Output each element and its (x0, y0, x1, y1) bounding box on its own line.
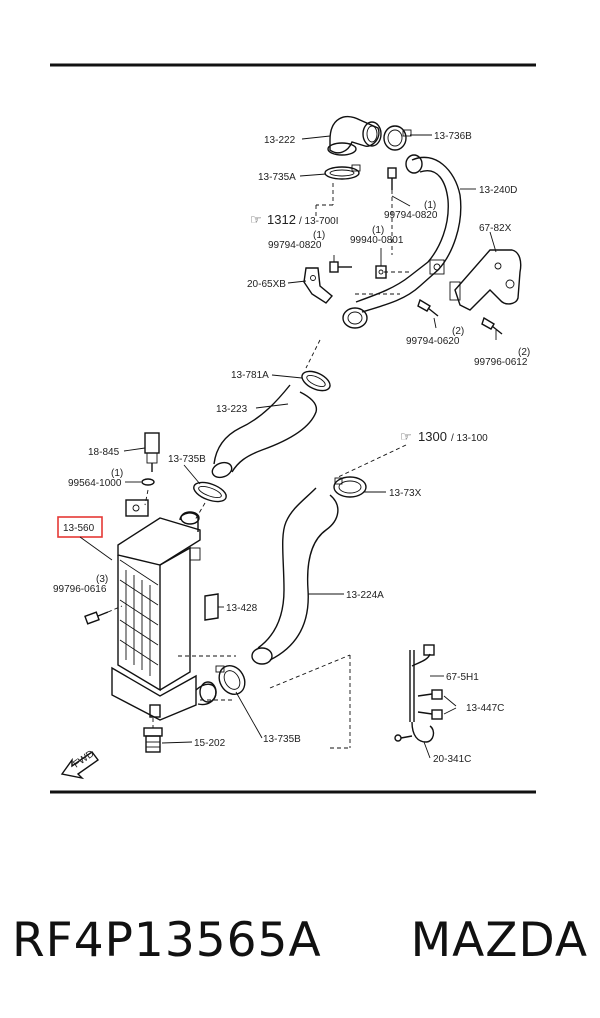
clamp-13-735b-top (193, 481, 227, 503)
hose-13-447c (417, 689, 443, 720)
bolt-99794-0820-mid (329, 261, 352, 273)
svg-text:☞: ☞ (400, 429, 412, 444)
intercooler-13-560 (111, 499, 217, 721)
label-20-65xb: 20-65XB (247, 279, 286, 290)
washer-99564-1000 (141, 478, 155, 486)
bolt-99796-0616 (84, 611, 109, 625)
label-99564-1000: 99564-1000 (68, 478, 122, 489)
label-13-735a: 13-735A (258, 172, 296, 183)
label-99796-0616: 99796-0616 (53, 584, 107, 595)
caption: RF4P13565A MAZDA (0, 905, 600, 975)
brand-name: MAZDA (410, 912, 588, 968)
clamp-13-781a (301, 370, 331, 392)
label-13-428 (204, 593, 219, 621)
label-15-202: 15-202 (194, 738, 226, 749)
svg-text:1312: 1312 (267, 212, 296, 227)
ref-1300: ☞ 1300 / 13-100 (400, 429, 488, 444)
clamp-13-73x (333, 476, 367, 498)
fwd-arrow: FWD (60, 748, 99, 780)
label-99940-0801: 99940-0801 (350, 235, 404, 246)
label-99794-0820-b: 99794-0820 (268, 240, 322, 251)
label-13-781a: 13-781A (231, 370, 269, 381)
pipe-13-240d (342, 154, 462, 329)
harness-67-5h1 (394, 644, 435, 743)
bolt-99794-0820-top (387, 167, 397, 190)
clamp-13-735a (324, 164, 361, 180)
label-13-428: 13-428 (226, 603, 258, 614)
label-99796-0612: 99796-0612 (474, 357, 528, 368)
svg-text:/ 13-100: / 13-100 (451, 433, 488, 444)
label-13-222: 13-222 (264, 135, 296, 146)
sensor-18-845 (144, 432, 160, 472)
svg-text:1300: 1300 (418, 429, 447, 444)
label-99794-0820-a: 99794-0820 (384, 210, 438, 221)
svg-text:/ 13-700I: / 13-700I (299, 216, 338, 227)
label-18-845: 18-845 (88, 447, 120, 458)
clamp-13-736b (383, 125, 412, 151)
label-20-341c: 20-341C (433, 754, 471, 765)
hose-13-223 (211, 384, 318, 479)
qty-99794-0820-b: (1) (313, 230, 325, 241)
label-13-240d: 13-240D (479, 185, 517, 196)
hose-13-222 (327, 115, 382, 156)
parts-diagram: FWD 13-222 13-736B 13-735A 13-240D (1) 9… (50, 63, 536, 794)
label-13-73x: 13-73X (389, 488, 422, 499)
label-13-223: 13-223 (216, 404, 248, 415)
part-number: RF4P13565A (12, 912, 322, 968)
label-67-82x: 67-82X (479, 223, 512, 234)
label-67-5h1: 67-5H1 (446, 672, 479, 683)
bracket-20-65xb (303, 267, 333, 304)
svg-text:☞: ☞ (250, 212, 262, 227)
qty-99564-1000: (1) (111, 468, 123, 479)
clamp-13-735b-bottom (215, 664, 246, 696)
label-13-560: 13-560 (63, 523, 95, 534)
ref-1312: ☞ 1312 / 13-700I (250, 212, 338, 227)
label-99794-0620: 99794-0620 (406, 336, 460, 347)
bolt-99794-0620 (417, 298, 439, 317)
plug-15-202 (143, 727, 163, 753)
bracket-67-82x (449, 249, 522, 311)
bolt-99796-0612 (481, 316, 503, 335)
label-13-735b-bottom: 13-735B (263, 734, 301, 745)
label-13-447c: 13-447C (466, 703, 504, 714)
label-13-735b-top: 13-735B (168, 454, 206, 465)
label-13-736b: 13-736B (434, 131, 472, 142)
qty-99794-0820-a: (1) (424, 200, 436, 211)
hose-13-224a (251, 487, 339, 665)
label-13-224a: 13-224A (346, 590, 384, 601)
qty-99940-0801: (1) (372, 225, 384, 236)
qty-99794-0620: (2) (452, 326, 464, 337)
qty-99796-0612: (2) (518, 347, 530, 358)
qty-99796-0616: (3) (96, 574, 108, 585)
